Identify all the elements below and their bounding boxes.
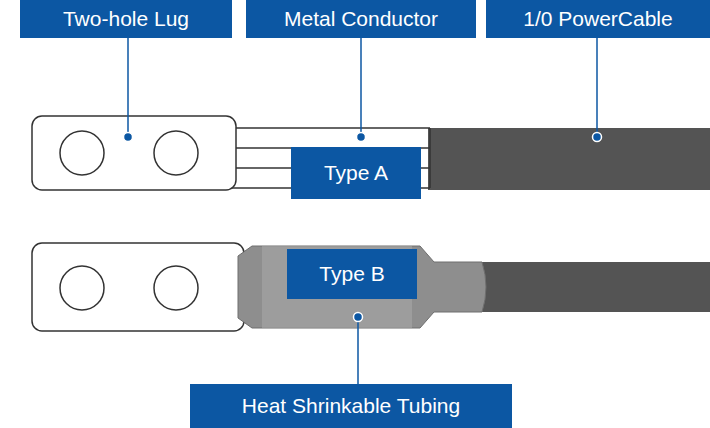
- callout-label: Type B: [319, 262, 384, 285]
- callout-label: Two-hole Lug: [63, 7, 189, 30]
- callout-label: Heat Shrinkable Tubing: [242, 394, 460, 417]
- power-cable: [470, 262, 710, 312]
- callout-label: Metal Conductor: [284, 7, 438, 30]
- lug-hole: [60, 266, 104, 310]
- callout-box: Metal Conductor: [246, 0, 476, 38]
- heat-shrink-tubing: [238, 246, 486, 328]
- callout-label: Type A: [324, 161, 388, 184]
- two-hole-lug: [32, 243, 244, 331]
- callout-label: 1/0 PowerCable: [523, 7, 672, 30]
- lug-hole: [154, 266, 198, 310]
- leader-dots: [124, 133, 602, 322]
- callout-box: 1/0 PowerCable: [486, 0, 710, 38]
- callout-box: Heat Shrinkable Tubing: [190, 384, 512, 428]
- lug-hole: [154, 131, 198, 175]
- lug-hole: [60, 131, 104, 175]
- callout-box: Type A: [291, 147, 421, 199]
- callout-box: Type B: [287, 249, 417, 299]
- two-hole-lug: [32, 116, 236, 190]
- leader-lines: [128, 38, 597, 384]
- callout-box: Two-hole Lug: [20, 0, 232, 38]
- power-cable: [428, 128, 710, 190]
